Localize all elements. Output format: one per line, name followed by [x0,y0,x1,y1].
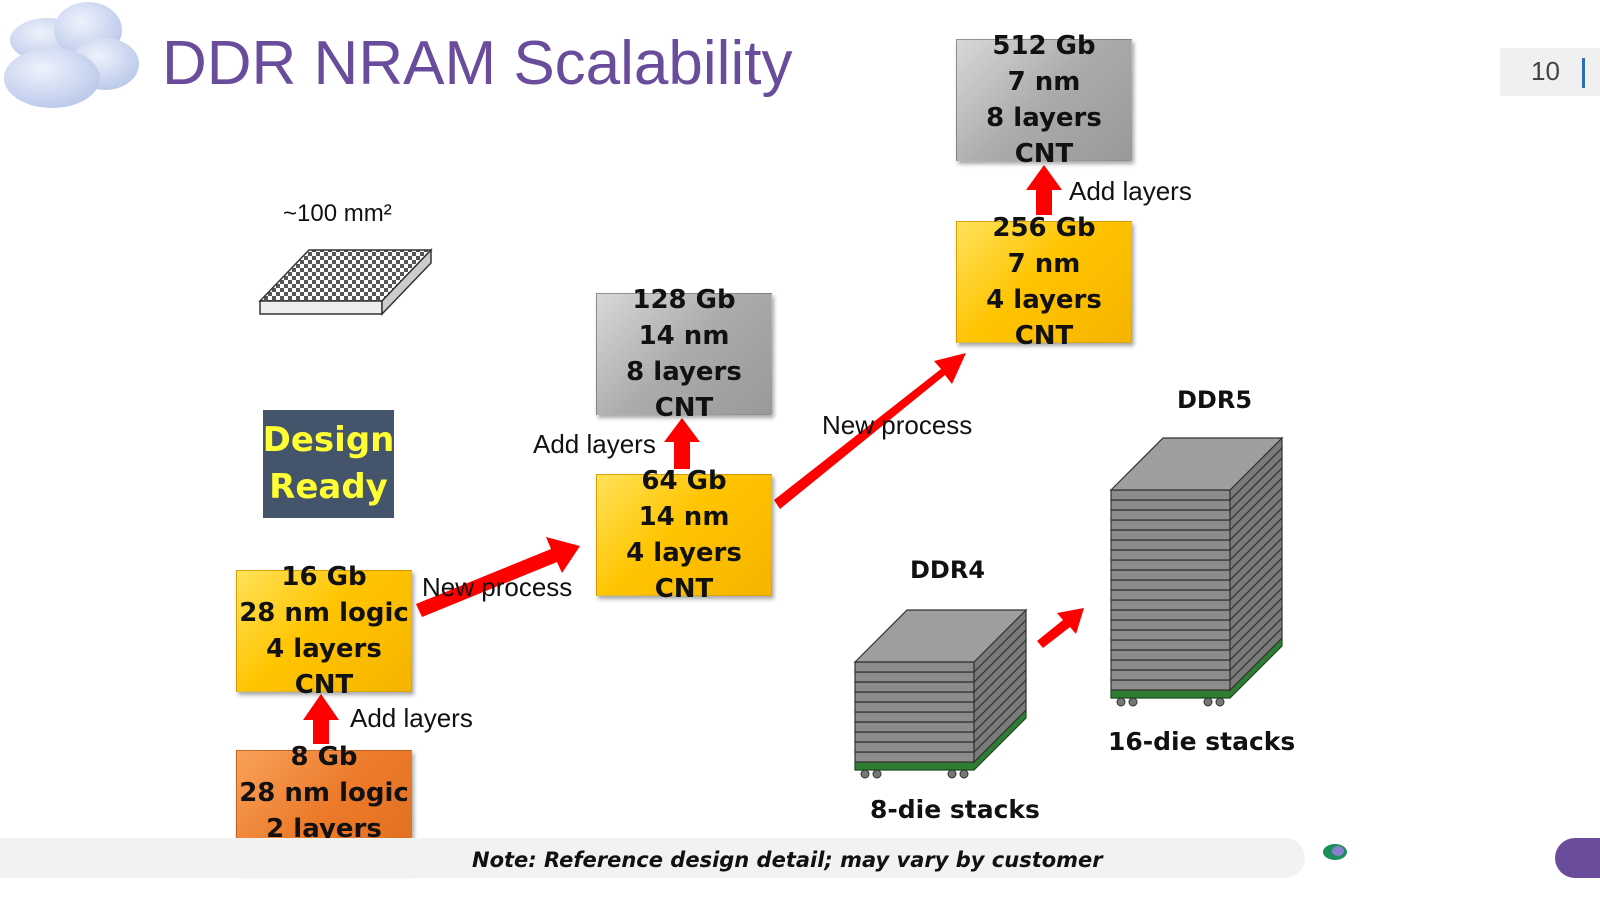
solder-ball [1128,697,1138,707]
box-512gb-capacity: 512 Gb [992,31,1096,61]
die-area-label: ~100 mm² [283,200,392,227]
arrow-new-process-16-64 [416,537,580,617]
die-layer [1110,519,1231,531]
die-layer [1110,669,1231,681]
die-layer [1110,649,1231,661]
stack8-label: 8-die stacks [870,795,1040,824]
die-layer [1110,539,1231,551]
die-layer [854,701,975,713]
footer-purple-tab [1555,838,1600,878]
box-64gb: 64 Gb 14 nm 4 layers CNT [596,466,772,604]
box-256gb-process: 7 nm [1007,249,1081,279]
die-layer [1110,509,1231,521]
box-256gb-capacity: 256 Gb [992,213,1096,243]
solder-ball [860,769,870,779]
new-process-label-1: New process [422,572,573,602]
box-128gb: 128 Gb 14 nm 8 layers CNT [596,285,772,423]
box-256gb-layers: 4 layers CNT [986,285,1102,351]
box-16gb-layers: 4 layers CNT [266,634,382,700]
die-layer [854,731,975,743]
add-layers-label-3: Add layers [1069,176,1192,206]
ddr4-label: DDR4 [910,556,986,584]
box-512gb-process: 7 nm [1007,67,1081,97]
box-8gb-process: 28 nm logic [239,778,409,808]
new-process-label-2: New process [822,410,973,440]
die-layer [854,691,975,703]
box-64gb-capacity: 64 Gb [641,466,727,496]
stack16-label: 16-die stacks [1108,727,1296,756]
die-layer [1110,639,1231,651]
footer-logo-icon [1322,843,1348,861]
arrow-up-8-16 [303,694,339,744]
die-layer [854,711,975,723]
die-layer [854,661,975,673]
solder-ball [1215,697,1225,707]
cloud-logo-icon [4,2,139,108]
box-512gb-layers: 8 layers CNT [986,103,1102,169]
die-layer [854,751,975,763]
arrow-new-process-64-256 [774,353,966,509]
die-layer [1110,589,1231,601]
die-layer [1110,489,1231,501]
arrow-up-256-512 [1026,165,1062,215]
footer-bar [0,838,1305,878]
box-64gb-layers: 4 layers CNT [626,538,742,604]
solder-ball [959,769,969,779]
box-8gb-capacity: 8 Gb [290,742,358,772]
box-16gb: 16 Gb 28 nm logic 4 layers CNT [236,562,412,700]
solder-ball [1116,697,1126,707]
die-top [853,609,1028,663]
die-layer [1110,579,1231,591]
box-128gb-layers: 8 layers CNT [626,357,742,423]
arrow-up-64-128 [664,418,700,469]
add-layers-label-2: Add layers [533,429,656,459]
die-layer [1110,529,1231,541]
page-title: DDR NRAM Scalability [162,29,793,98]
box-16gb-process: 28 nm logic [239,598,409,628]
box-512gb: 512 Gb 7 nm 8 layers CNT [956,31,1132,169]
die-layer [1110,549,1231,561]
page-number-divider [1582,58,1585,88]
die-layer [1110,659,1231,671]
die-top [1109,437,1284,491]
die-chip-icon [258,248,433,316]
die-layer [1110,599,1231,611]
box-64gb-process: 14 nm [638,502,730,532]
die-layer [1110,559,1231,571]
die-layer [1110,629,1231,641]
die-layer [1110,609,1231,621]
die-layer [1110,619,1231,631]
die-layer [854,721,975,733]
page-number: 10 [1531,56,1560,86]
die-layer [854,681,975,693]
footnote: Note: Reference design detail; may vary … [472,848,1103,872]
ddr5-stack-icon [1109,436,1284,707]
arrow-ddr4-ddr5 [1037,608,1084,648]
ddr4-stack-icon [853,608,1028,779]
box-128gb-capacity: 128 Gb [632,285,736,315]
design-ready-line2: Ready [269,467,388,507]
design-ready-badge: Design Ready [263,410,394,518]
die-layer [1110,679,1231,691]
box-16gb-capacity: 16 Gb [281,562,367,592]
box-128gb-process: 14 nm [638,321,730,351]
die-layer [854,741,975,753]
arrows [303,165,1084,744]
design-ready-line1: Design [262,420,395,460]
die-layer [1110,569,1231,581]
solder-ball [872,769,882,779]
solder-ball [1203,697,1213,707]
die-layer [854,671,975,683]
ddr5-label: DDR5 [1177,386,1253,414]
box-256gb: 256 Gb 7 nm 4 layers CNT [956,213,1132,351]
solder-ball [947,769,957,779]
die-layer [1110,499,1231,511]
add-layers-label-1: Add layers [350,703,473,733]
